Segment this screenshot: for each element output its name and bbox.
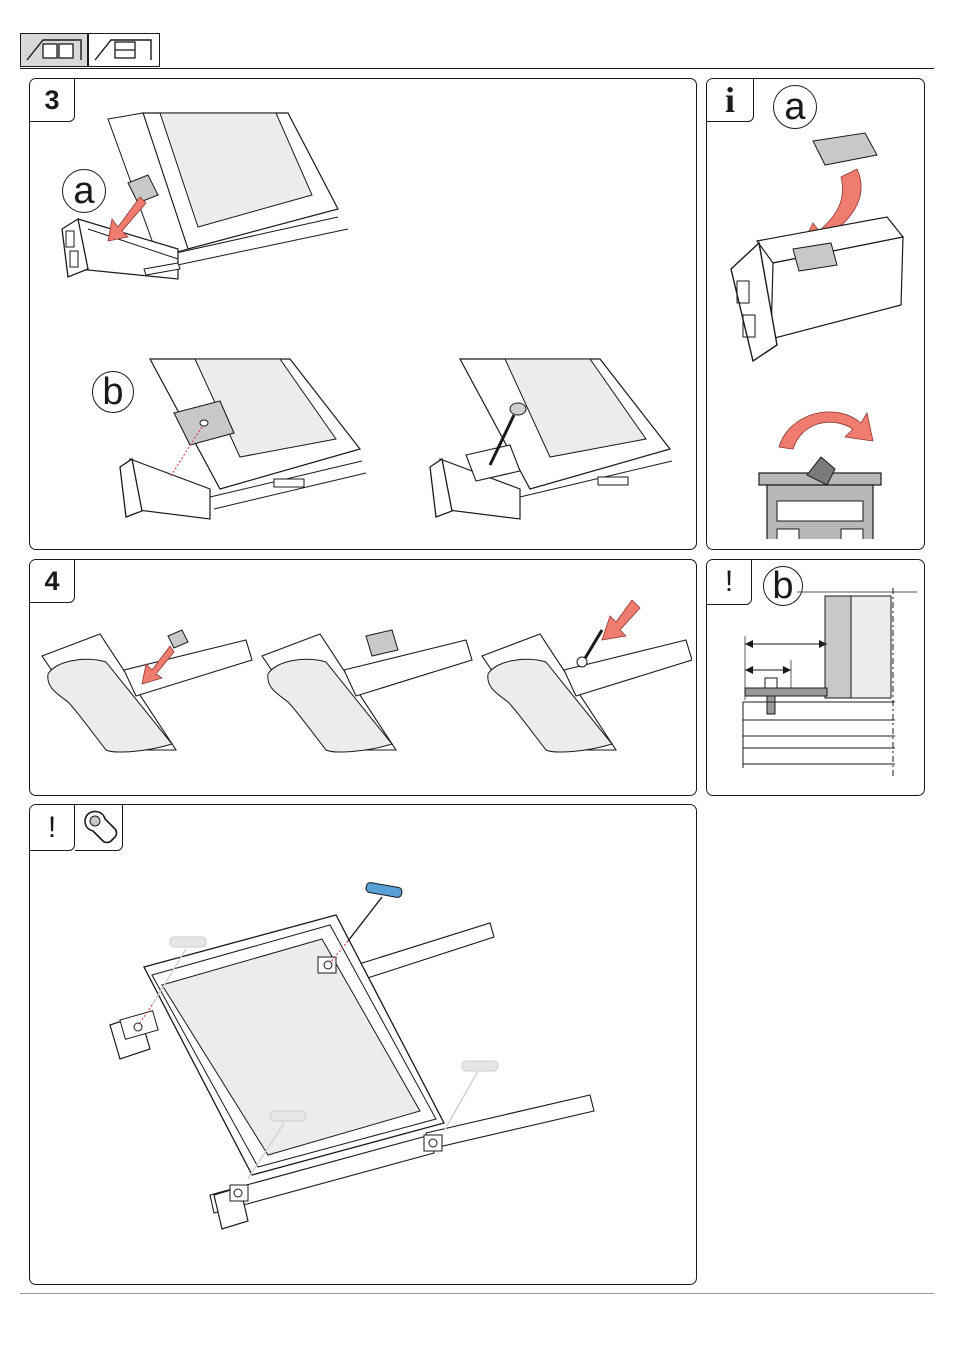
step-3-panel: 3 a b: [29, 78, 697, 550]
step-4-panel: 4: [29, 559, 697, 796]
dimension-diagram: [737, 580, 917, 790]
step-number: 4: [44, 568, 59, 595]
info-detail-illustration: [717, 129, 917, 539]
note-panel: ! b: [706, 559, 925, 796]
warning-tab: !: [29, 804, 75, 851]
wrench-icon: [75, 804, 123, 851]
window-adjustment-illustration: [90, 865, 650, 1265]
warning-symbol: !: [725, 567, 733, 597]
step-4-tab: 4: [29, 559, 75, 603]
info-symbol: i: [725, 82, 735, 118]
warning-symbol: !: [48, 813, 56, 843]
info-callout-a: a: [773, 85, 817, 129]
callout-b: b: [92, 371, 134, 413]
info-tab: i: [706, 78, 754, 122]
roof-window-double-icon: [20, 33, 88, 67]
info-panel: i a: [706, 78, 925, 550]
adjustment-panel: !: [29, 804, 697, 1285]
step-3b-illustration-left: [110, 349, 390, 539]
roof-window-single-icon: [88, 33, 160, 67]
header-rule: [20, 68, 934, 69]
step-4-illustration: [36, 600, 692, 790]
callout-a: a: [62, 169, 106, 213]
footer-rule: [20, 1293, 934, 1294]
page-header: [20, 30, 934, 70]
step-3a-illustration: [48, 99, 368, 349]
step-3b-illustration-right: [420, 349, 690, 539]
